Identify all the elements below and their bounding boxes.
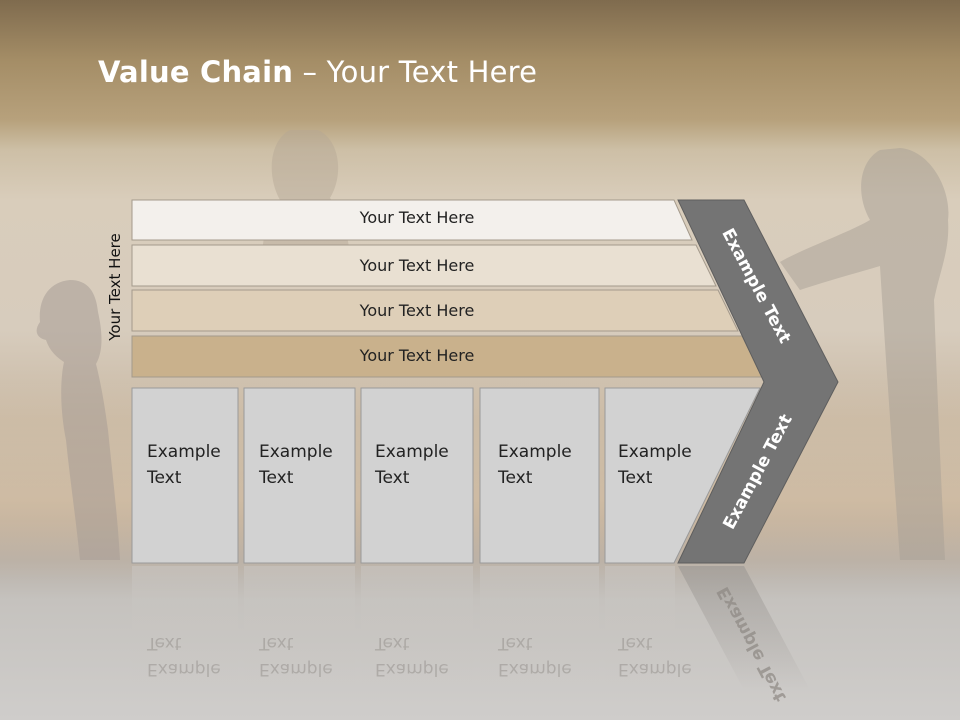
reflection-box [361,566,473,686]
support-row-label: Your Text Here [359,346,475,365]
primary-box-label: Example Text [618,439,692,491]
primary-box-label-line2: Text [375,468,410,488]
primary-box-label-line2: Text [259,468,294,488]
reflection-line1: Example [259,659,333,679]
reflection-box [605,566,675,686]
support-row-1 [131,199,693,241]
primary-box-1 [131,387,239,564]
reflection-line1: Example [147,659,221,679]
support-row-label: Your Text Here [359,301,475,320]
primary-box-label: Example Text [147,439,221,491]
primary-box-label: Example Text [259,439,333,491]
primary-box-label-reflection: Example Text [618,630,692,682]
reflection-line2: Text [618,633,653,653]
support-row-label: Your Text Here [359,208,475,227]
primary-box-label-reflection: Example Text [375,630,449,682]
reflection-box [480,566,599,686]
primary-box-label-line1: Example [259,442,333,462]
primary-box-4 [479,387,600,564]
support-row-2 [131,244,717,287]
primary-box-3 [360,387,474,564]
reflection-box [132,566,238,686]
primary-box-label: Example Text [375,439,449,491]
support-row-label: Your Text Here [359,256,475,275]
reflection-line2: Text [259,633,294,653]
slide-title: Value Chain – Your Text Here [98,55,537,89]
reflection-line1: Example [498,659,572,679]
margin-chevron [677,199,839,564]
slide-title-rest: – Your Text Here [293,55,538,89]
primary-box-label: Example Text [498,439,572,491]
primary-box-5 [604,387,761,564]
reflection-line2: Text [498,633,533,653]
reflection-line2: Text [147,633,182,653]
primary-box-label-line2: Text [147,468,182,488]
primary-box-label-reflection: Example Text [259,630,333,682]
reflection-line2: Text [375,633,410,653]
reflection-chevron [678,566,810,690]
person-silhouette [36,280,120,560]
support-row-3 [131,289,739,332]
primary-box-label-line2: Text [498,468,533,488]
person-silhouette [780,148,949,560]
primary-box-label-reflection: Example Text [498,630,572,682]
reflection-box [244,566,355,686]
primary-box-label-reflection: Example Text [147,630,221,682]
primary-box-label-line2: Text [618,468,653,488]
primary-box-label-line1: Example [498,442,572,462]
reflection-line1: Example [375,659,449,679]
primary-box-label-line1: Example [618,442,692,462]
primary-box-label-line1: Example [147,442,221,462]
primary-box-label-line1: Example [375,442,449,462]
reflection-line1: Example [618,659,692,679]
slide-title-bold: Value Chain [98,55,294,89]
primary-box-2 [243,387,356,564]
